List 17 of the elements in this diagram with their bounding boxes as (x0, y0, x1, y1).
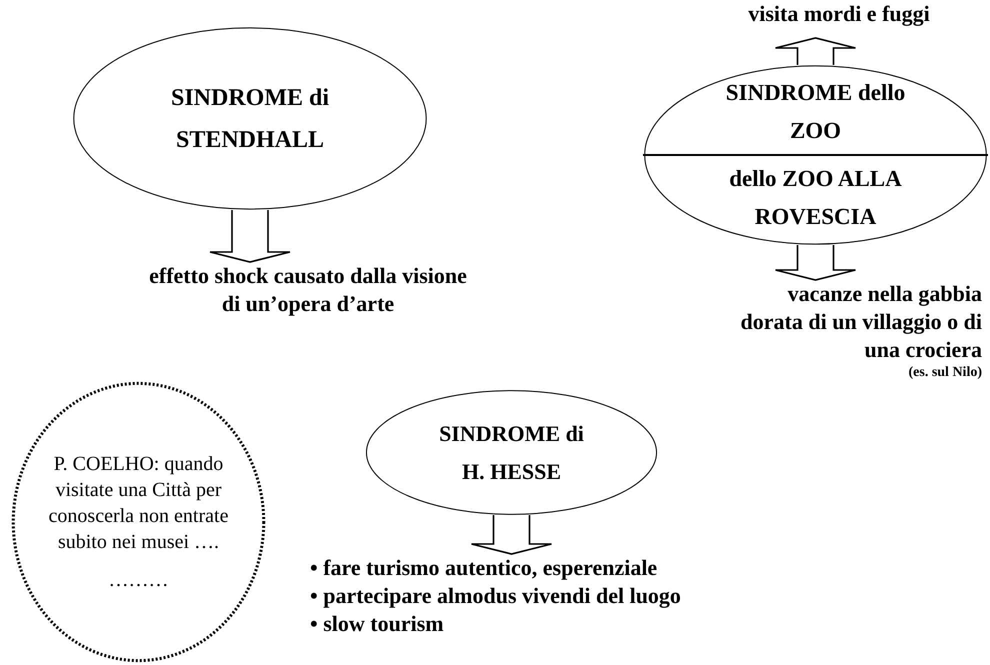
description-text: vacanze nella gabbia dorata di un villaggio o di una crociera (740, 280, 982, 364)
block-arrow (470, 514, 552, 555)
bullet-item: • slow tourism (310, 610, 445, 638)
block-arrow (774, 37, 856, 66)
bullet-item: • partecipare almodus vivendi del luogo (310, 582, 682, 610)
quote-text: ……… (108, 568, 170, 593)
ellipse-text: SINDROME dello ZOO (724, 79, 906, 145)
block-arrow (209, 209, 291, 263)
ellipse-text: SINDROME di STENDHALL (170, 84, 330, 154)
quote-text: P. COELHO: quando visitate una Città per conoscerla non entrate subito nei musei …. (48, 452, 230, 555)
ellipse-text: dello ZOO ALLA ROVESCIA (728, 165, 903, 231)
description-text: visita mordi e fuggi (748, 0, 930, 28)
description-text: effetto shock causato dalla visione di un’opera d’arte (148, 262, 468, 318)
block-arrow (774, 244, 856, 281)
example-note: (es. sul Nilo) (908, 364, 982, 382)
bullet-item: • fare turismo autentico, esperenziale (310, 554, 658, 582)
ellipse-text: SINDROME di H. HESSE (438, 420, 585, 486)
